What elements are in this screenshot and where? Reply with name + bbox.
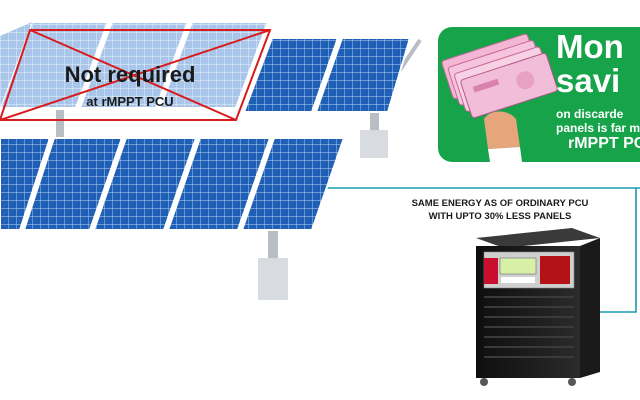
connector-lines xyxy=(322,187,640,313)
pcu-cabinet-icon xyxy=(476,228,600,386)
active-panels-bottom xyxy=(0,137,346,231)
banner-line-1: Mon xyxy=(556,28,624,65)
energy-callout-line-1: SAME ENERGY AS OF ORDINARY PCU xyxy=(411,198,589,209)
currency-notes-icon xyxy=(441,33,558,162)
not-required-label: Not required xyxy=(64,62,196,87)
not-required-sublabel: at rMPPT PCU xyxy=(86,94,174,109)
mount-posts xyxy=(56,38,422,300)
money-saving-banner: Mon savi on discarde panels is far m rMP… xyxy=(438,27,640,162)
active-panels-top xyxy=(242,37,412,113)
cross-out-icon xyxy=(0,29,272,121)
banner-line-5: rMPPT PC xyxy=(568,135,640,152)
energy-callout-line-2: WITH UPTO 30% LESS PANELS xyxy=(428,210,572,222)
banner-line-3: on discarde xyxy=(556,107,624,121)
energy-callout: SAME ENERGY AS OF ORDINARY PCU WITH UPTO… xyxy=(400,198,600,223)
banner-line-2: savi xyxy=(556,62,621,99)
banner-line-4: panels is far m xyxy=(556,121,640,135)
removed-panels xyxy=(0,21,270,109)
